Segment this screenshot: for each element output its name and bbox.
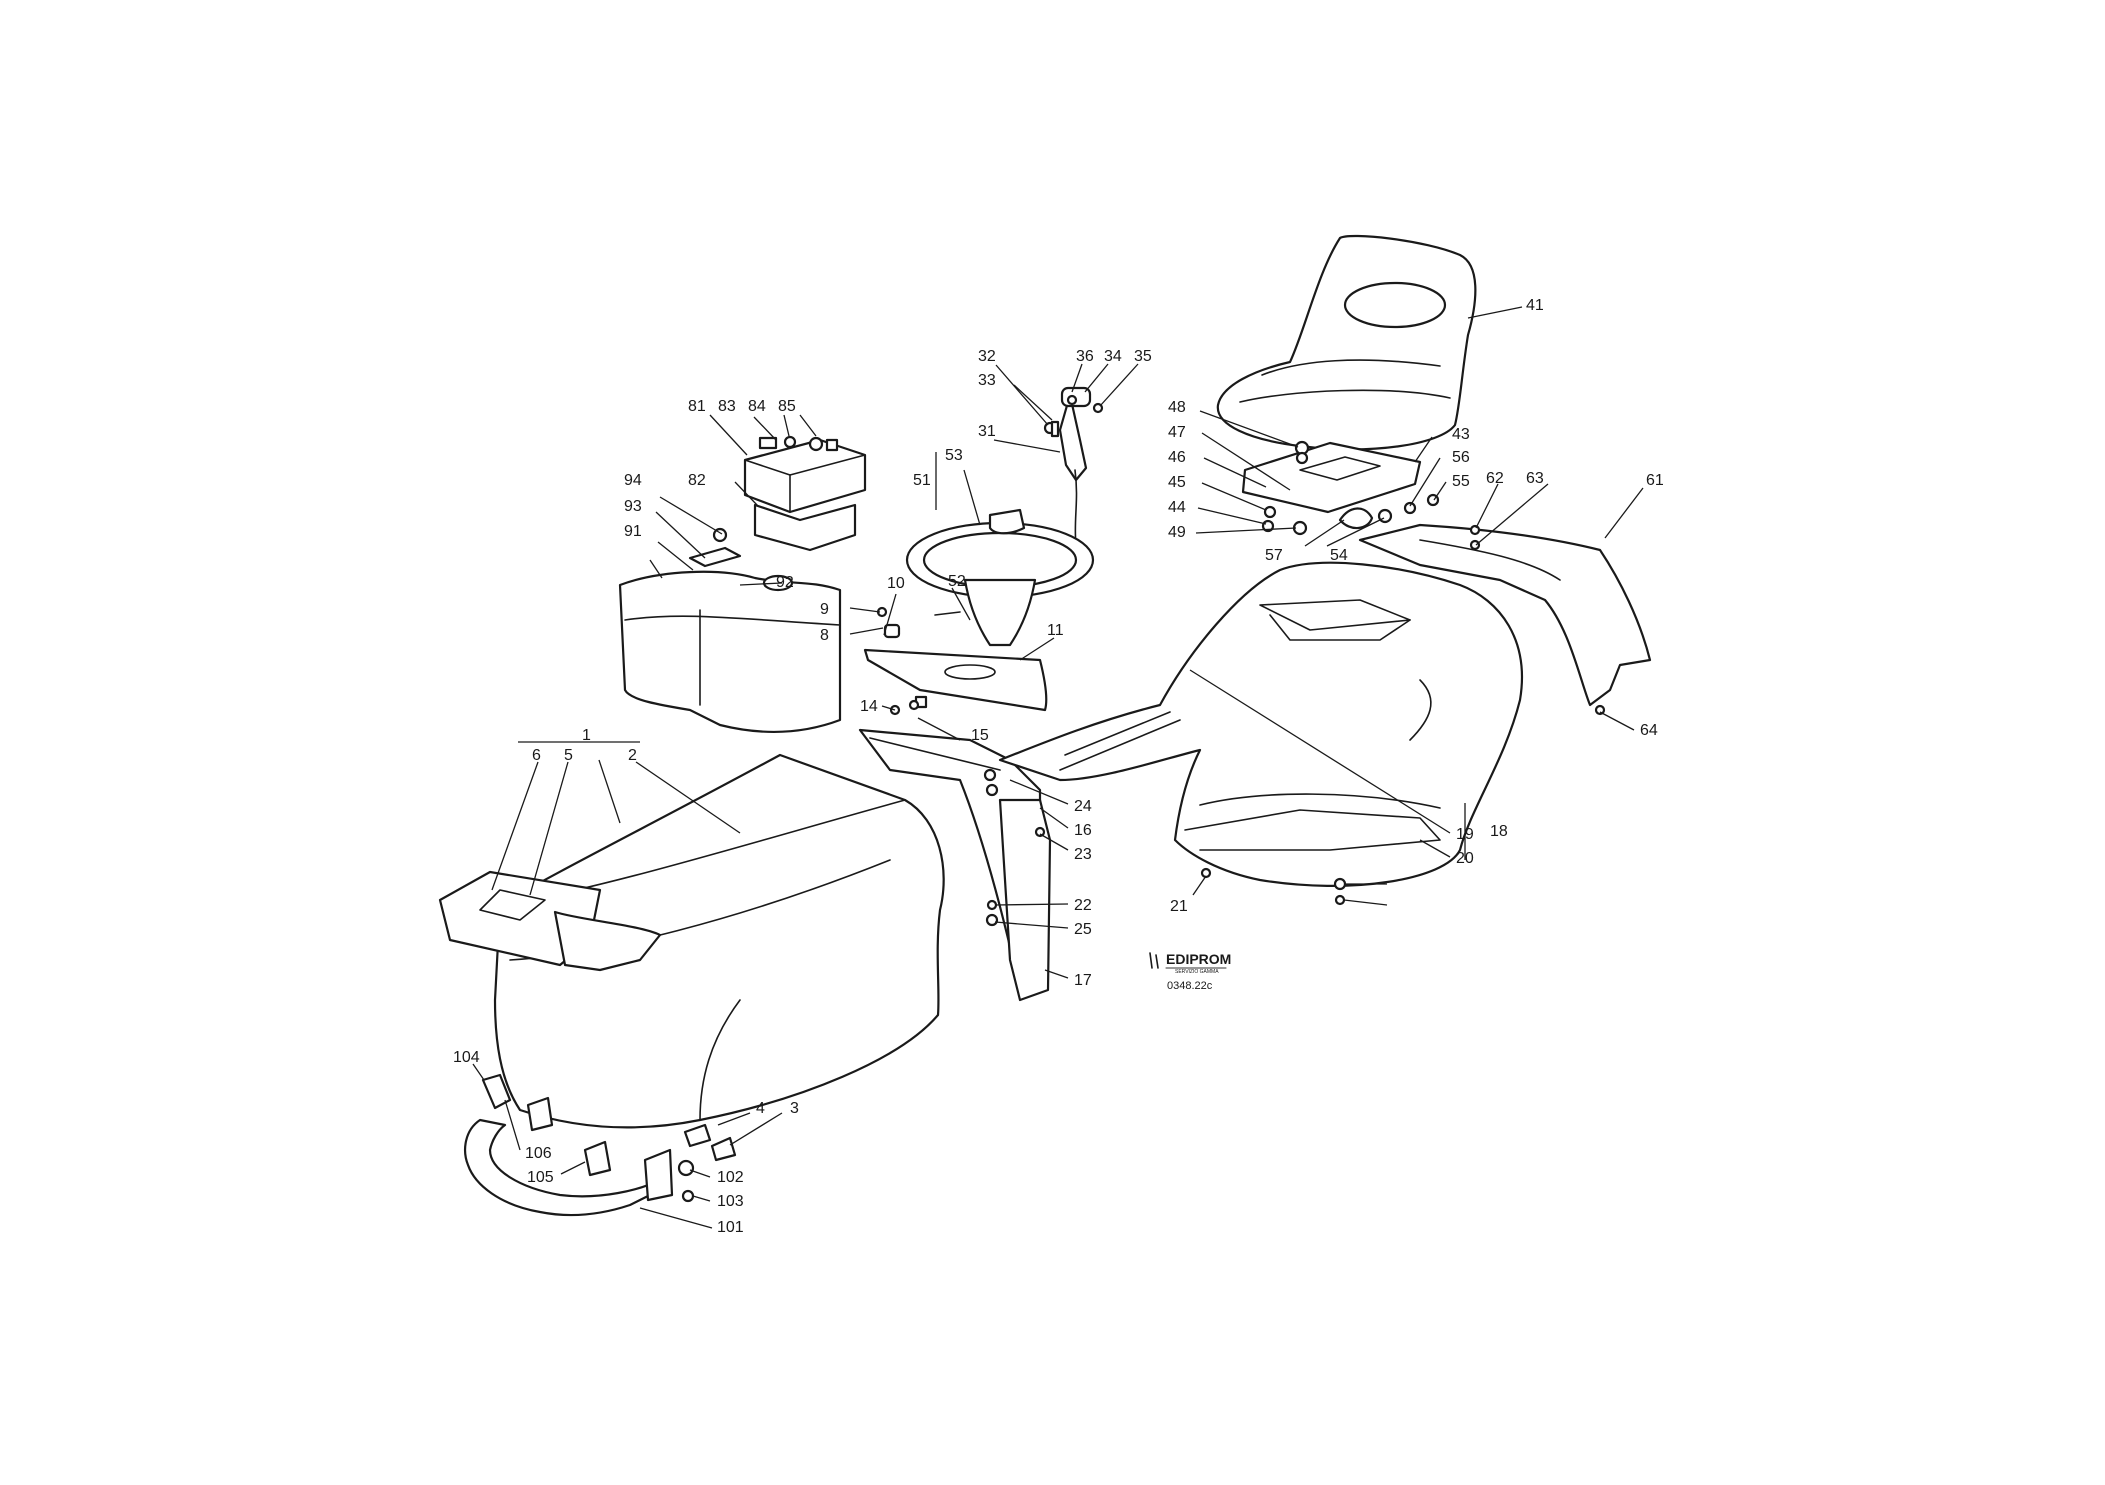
callout-91: 91 bbox=[624, 523, 642, 540]
callout-92: 92 bbox=[776, 574, 794, 591]
callout-57: 57 bbox=[1265, 547, 1283, 564]
battery-box-part-81 bbox=[743, 435, 867, 552]
callout-14: 14 bbox=[860, 698, 878, 715]
callout-101: 101 bbox=[717, 1219, 744, 1236]
callout-23: 23 bbox=[1074, 846, 1092, 863]
callout-24: 24 bbox=[1074, 798, 1092, 815]
callout-36: 36 bbox=[1076, 348, 1094, 365]
callout-11: 11 bbox=[1047, 622, 1064, 639]
seat-part-41 bbox=[1216, 234, 1477, 451]
leader-lines bbox=[472, 306, 1644, 1229]
callout-17: 17 bbox=[1074, 972, 1092, 989]
dash-panel-part-11 bbox=[863, 606, 1048, 716]
callout-15: 15 bbox=[971, 727, 989, 744]
callout-63: 63 bbox=[1526, 470, 1544, 487]
callout-1: 1 bbox=[582, 727, 591, 744]
callout-54: 54 bbox=[1330, 547, 1348, 564]
callout-64: 64 bbox=[1640, 722, 1658, 739]
callout-102: 102 bbox=[717, 1169, 744, 1186]
logo-name: EDIPROM bbox=[1166, 951, 1231, 967]
callout-56: 56 bbox=[1452, 449, 1470, 466]
callout-93: 93 bbox=[624, 498, 642, 515]
callout-19: 19 bbox=[1456, 826, 1474, 843]
callout-20: 20 bbox=[1456, 850, 1474, 867]
callout-34: 34 bbox=[1104, 348, 1122, 365]
callout-51: 51 bbox=[913, 472, 931, 489]
callout-8: 8 bbox=[820, 627, 829, 644]
callout-103: 103 bbox=[717, 1193, 744, 1210]
callout-53: 53 bbox=[945, 447, 963, 464]
callout-4: 4 bbox=[756, 1100, 765, 1117]
callout-43: 43 bbox=[1452, 426, 1470, 443]
callout-33: 33 bbox=[978, 372, 996, 389]
front-bumper-part-101 bbox=[464, 1073, 695, 1217]
body-fender-part-18 bbox=[998, 561, 1523, 887]
callout-18: 18 bbox=[1490, 823, 1508, 840]
callout-41: 41 bbox=[1526, 297, 1544, 314]
callout-46: 46 bbox=[1168, 449, 1186, 466]
callout-2: 2 bbox=[628, 747, 637, 764]
callout-81: 81 bbox=[688, 398, 706, 415]
drawing-code: 0348.22c bbox=[1167, 980, 1213, 992]
callout-47: 47 bbox=[1168, 424, 1186, 441]
callout-25: 25 bbox=[1074, 921, 1092, 938]
callout-84: 84 bbox=[748, 398, 766, 415]
seat-plate-part-43 bbox=[1241, 440, 1440, 536]
callout-55: 55 bbox=[1452, 473, 1470, 490]
rear-fender-part-61 bbox=[1358, 523, 1652, 716]
hood-knob-part-3 bbox=[683, 1123, 737, 1162]
callout-labels: 1234568910111415161718192021222324253132… bbox=[453, 297, 1664, 1236]
callout-44: 44 bbox=[1168, 499, 1186, 516]
fuel-tank-part-91 bbox=[618, 527, 842, 734]
callout-104: 104 bbox=[453, 1049, 480, 1066]
callout-52: 52 bbox=[948, 573, 966, 590]
hood-part-1 bbox=[438, 753, 945, 1129]
callout-3: 3 bbox=[790, 1100, 799, 1117]
callout-31: 31 bbox=[978, 423, 996, 440]
callout-45: 45 bbox=[1168, 474, 1186, 491]
ediprom-logo: EDIPROM SERVIZIO GAMMA 0348.22c bbox=[1149, 951, 1231, 992]
callout-5: 5 bbox=[564, 747, 573, 764]
callout-62: 62 bbox=[1486, 470, 1504, 487]
callout-49: 49 bbox=[1168, 524, 1186, 541]
callout-6: 6 bbox=[532, 747, 541, 764]
callout-21: 21 bbox=[1170, 898, 1188, 915]
callout-32: 32 bbox=[978, 348, 996, 365]
callout-10: 10 bbox=[887, 575, 905, 592]
logo-subtitle: SERVIZIO GAMMA bbox=[1175, 969, 1219, 975]
callout-85: 85 bbox=[778, 398, 796, 415]
callout-105: 105 bbox=[527, 1169, 554, 1186]
callout-22: 22 bbox=[1074, 897, 1092, 914]
callout-82: 82 bbox=[688, 472, 706, 489]
callout-9: 9 bbox=[820, 601, 829, 618]
callout-61: 61 bbox=[1646, 472, 1664, 489]
steering-wheel-part-51 bbox=[905, 508, 1095, 647]
callout-35: 35 bbox=[1134, 348, 1152, 365]
callout-48: 48 bbox=[1168, 399, 1186, 416]
callout-16: 16 bbox=[1074, 822, 1092, 839]
callout-94: 94 bbox=[624, 472, 642, 489]
callout-83: 83 bbox=[718, 398, 736, 415]
callout-106: 106 bbox=[525, 1145, 552, 1162]
